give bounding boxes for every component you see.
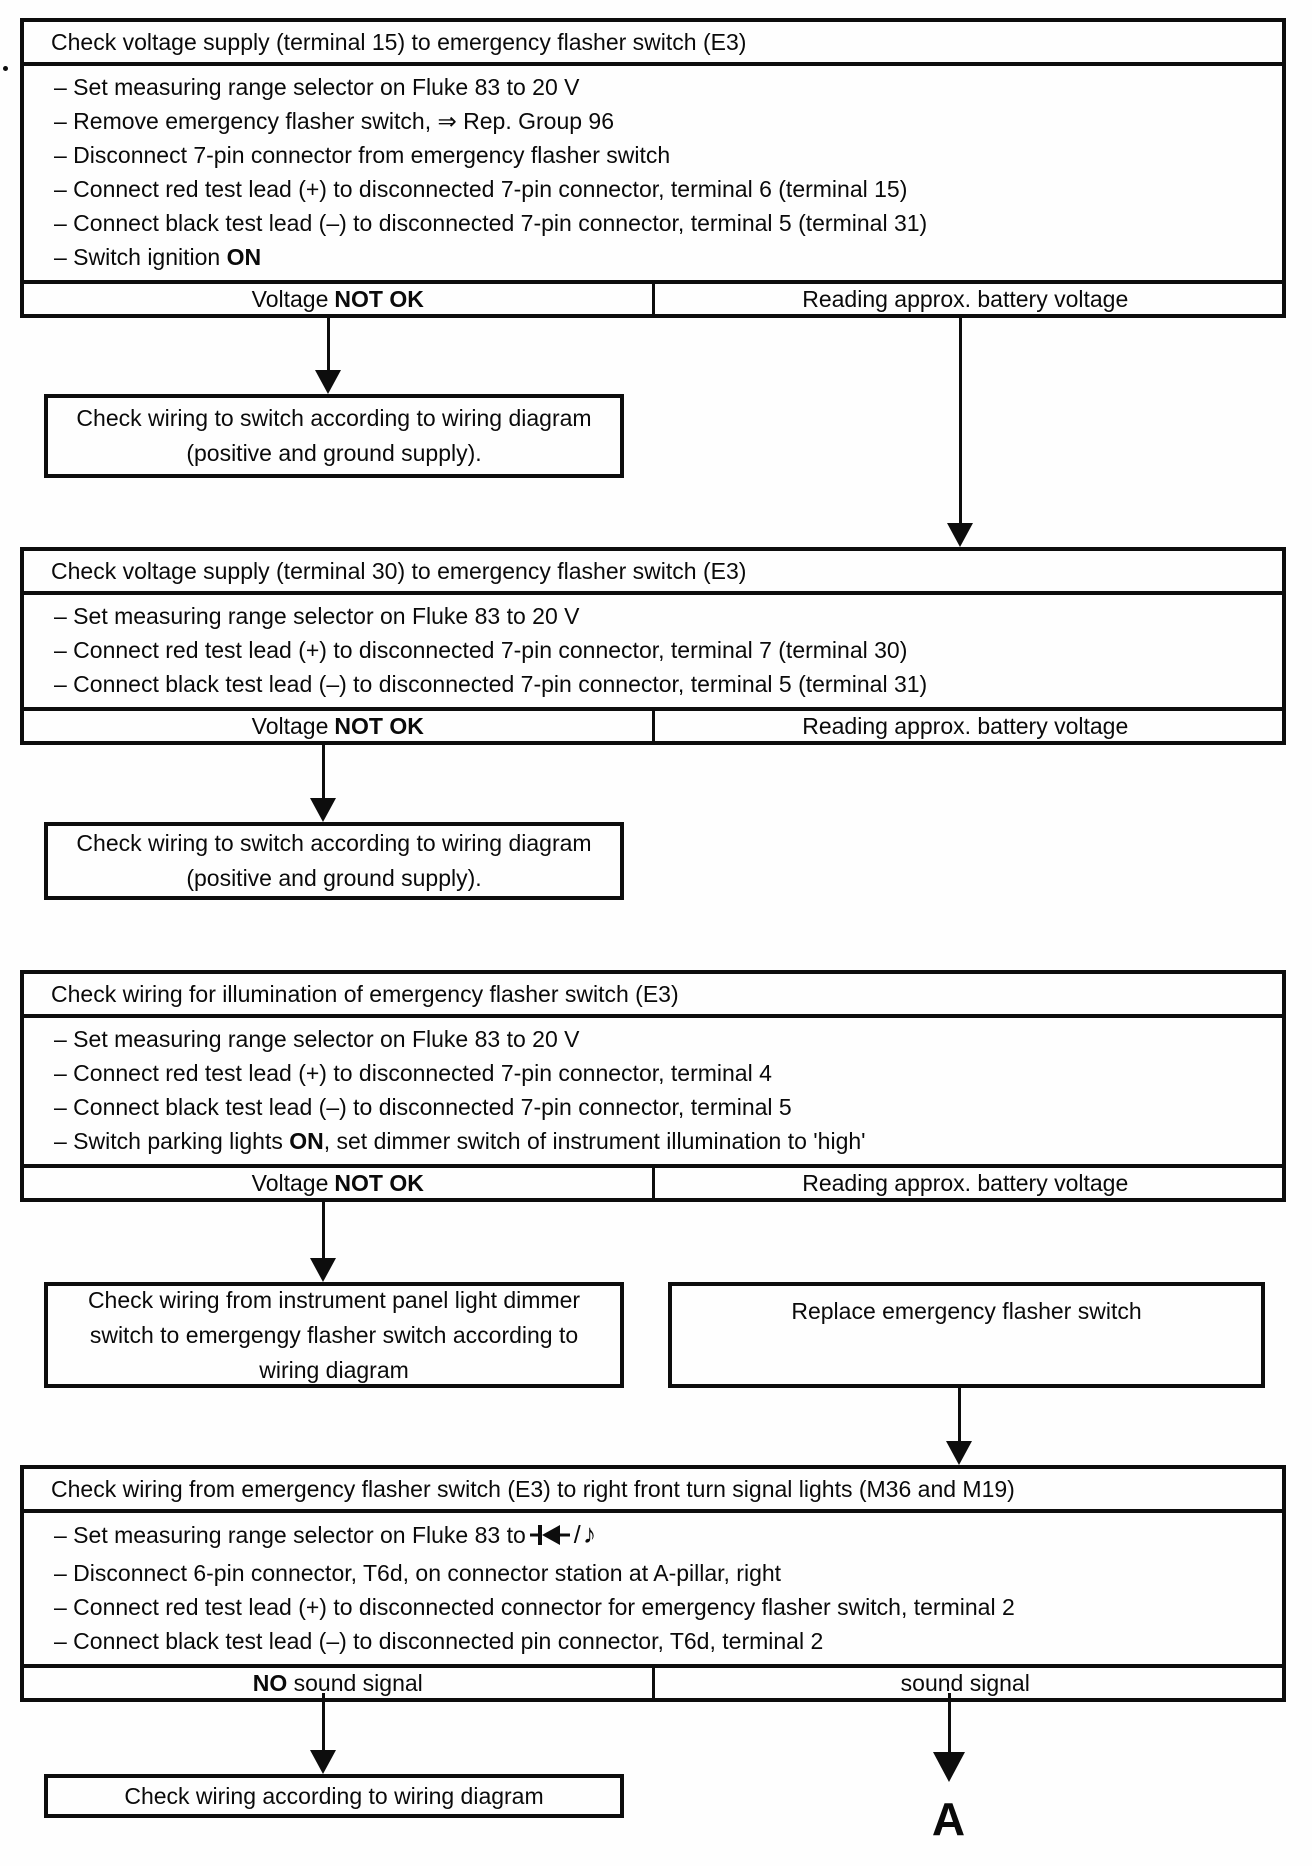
action-check-wiring-2: Check wiring to switch according to wiri…	[44, 822, 624, 900]
test-block-voltage-terminal-30: Check voltage supply (terminal 30) to em…	[20, 547, 1286, 745]
block-title: Check voltage supply (terminal 15) to em…	[24, 22, 1282, 66]
step-item: – Set measuring range selector on Fluke …	[54, 74, 580, 100]
result-row: NO sound signal sound signal	[24, 1664, 1282, 1698]
block-steps: – Set measuring range selector on Fluke …	[24, 66, 1282, 280]
test-block-illumination: Check wiring for illumination of emergen…	[20, 970, 1286, 1202]
step-item: – Disconnect 7-pin connector from emerge…	[54, 142, 671, 168]
action-check-wiring-1: Check wiring to switch according to wiri…	[44, 394, 624, 478]
connector-label-a: A	[931, 1793, 967, 1845]
step-item-range-selector: – Set measuring range selector on Fluke …	[24, 1517, 1282, 1556]
stray-dot	[3, 66, 8, 71]
flow-arrow	[310, 741, 336, 822]
result-ok: Reading approx. battery voltage	[802, 1169, 1129, 1196]
step-item: – Switch ignition ON	[54, 244, 262, 270]
test-block-voltage-terminal-15: Check voltage supply (terminal 15) to em…	[20, 18, 1286, 318]
test-block-turn-signal-wiring: Check wiring from emergency flasher swit…	[20, 1465, 1286, 1702]
sound-signal-icon: ♪	[582, 1519, 597, 1549]
flow-arrow	[310, 1693, 336, 1774]
action-check-dimmer-wiring: Check wiring from instrument panel light…	[44, 1282, 624, 1388]
flow-arrow	[947, 314, 973, 547]
flow-arrow	[933, 1693, 965, 1782]
step-item: – Set measuring range selector on Fluke …	[54, 603, 580, 629]
step-item: – Connect red test lead (+) to disconnec…	[54, 1060, 772, 1086]
step-item: – Connect red test lead (+) to disconnec…	[54, 176, 908, 202]
arrow-down-icon	[933, 1752, 965, 1782]
step-item: – Connect black test lead (–) to disconn…	[54, 1628, 824, 1654]
block-steps: – Set measuring range selector on Fluke …	[24, 1513, 1282, 1664]
step-item: – Disconnect 6-pin connector, T6d, on co…	[54, 1560, 782, 1586]
block-title: Check wiring for illumination of emergen…	[24, 974, 1282, 1018]
action-check-wiring-3: Check wiring according to wiring diagram	[44, 1774, 624, 1818]
arrow-down-icon	[315, 370, 341, 394]
step-item: – Connect black test lead (–) to disconn…	[54, 1094, 792, 1120]
slash-separator: /	[573, 1521, 581, 1549]
result-sound: sound signal	[900, 1669, 1030, 1696]
step-item: – Switch parking lights ON, set dimmer s…	[54, 1128, 866, 1154]
arrow-down-icon	[946, 1441, 972, 1465]
step-item: – Remove emergency flasher switch, ⇒ Rep…	[54, 108, 615, 134]
diode-test-icon	[529, 1522, 570, 1556]
step-item: – Connect black test lead (–) to disconn…	[54, 671, 928, 697]
arrow-down-icon	[310, 1750, 336, 1774]
block-steps: – Set measuring range selector on Fluke …	[24, 1018, 1282, 1164]
block-title: Check wiring from emergency flasher swit…	[24, 1469, 1282, 1513]
result-ok: Reading approx. battery voltage	[802, 285, 1129, 312]
result-ok: Reading approx. battery voltage	[802, 712, 1129, 739]
flow-arrow	[315, 314, 341, 394]
action-replace-switch: Replace emergency flasher switch	[668, 1282, 1265, 1388]
step-item: – Connect red test lead (+) to disconnec…	[54, 1594, 1015, 1620]
block-steps: – Set measuring range selector on Fluke …	[24, 595, 1282, 707]
step-item: – Connect black test lead (–) to disconn…	[54, 210, 928, 236]
step-item: – Set measuring range selector on Fluke …	[54, 1026, 580, 1052]
block-title: Check voltage supply (terminal 30) to em…	[24, 551, 1282, 595]
result-no-sound: NO sound signal	[24, 1668, 655, 1698]
arrow-down-icon	[310, 1258, 336, 1282]
arrow-down-icon	[947, 523, 973, 547]
step-item: – Connect red test lead (+) to disconnec…	[54, 637, 908, 663]
flow-arrow	[946, 1388, 972, 1465]
flow-arrow	[310, 1198, 336, 1282]
arrow-down-icon	[310, 798, 336, 822]
